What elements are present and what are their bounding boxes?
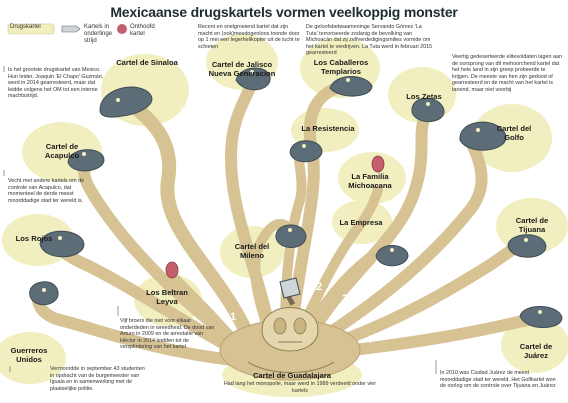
halo-group <box>0 34 568 397</box>
halo-juarez <box>501 317 568 373</box>
stump-familia <box>371 155 385 173</box>
neck-golfo <box>316 134 488 344</box>
page-title: Mexicaanse drugskartels vormen veelkoppi… <box>110 4 458 20</box>
halo-golfo <box>472 104 552 172</box>
neck-sinaloa <box>118 93 257 347</box>
legend-onthoofd-icon <box>117 24 127 34</box>
note-juarez: In 2010 was Ciudad Juárez de meest moord… <box>440 370 556 390</box>
stump-group <box>165 155 385 279</box>
number-3: 3 <box>342 293 348 305</box>
skull-base <box>247 361 335 373</box>
axe-icon <box>279 277 301 306</box>
legend-icons <box>7 23 127 35</box>
head-resistencia <box>289 140 323 163</box>
head-caballeros <box>329 76 373 97</box>
stump-beltran <box>165 261 179 279</box>
head-rojos <box>39 230 85 258</box>
head-golfo <box>459 121 507 151</box>
skull-eye-left <box>273 317 287 335</box>
neck-jalisco <box>225 76 276 336</box>
number-4: 4 <box>366 334 373 346</box>
neck-familia <box>295 185 383 337</box>
head-tijuana <box>507 234 547 258</box>
legend-strijd: Kartels in onderlinge strijd <box>84 24 113 44</box>
halo-guerreros <box>0 332 66 384</box>
note-guerreros: Vermoordde in september 43 studenten in … <box>50 366 145 392</box>
legend-drugkartel: Drugskartel <box>10 24 41 30</box>
label-jalisco: Cartel de Jalisco Nueva Generacion <box>208 60 276 78</box>
label-acapulco: Cartel de Acapulco <box>44 142 80 160</box>
note-jalisco: Recent en snelgroeiend kartel dat zijn m… <box>198 24 300 50</box>
label-resistencia: La Resistencia <box>301 124 355 133</box>
label-empresa: La Empresa <box>339 218 383 227</box>
head-acapulco <box>67 149 105 172</box>
head-group <box>29 67 563 328</box>
note-acapulco: Vecht met andere kartels om de controle … <box>8 178 85 204</box>
skull-eye-right <box>293 317 307 335</box>
legend-onthoofd: Onthoofd kartel <box>130 24 155 37</box>
number-1: 1 <box>230 311 236 323</box>
label-familia: La Familia Michoacana <box>348 172 392 190</box>
label-mileno: Cartel del Mileno <box>234 242 270 260</box>
label-zetas: Los Zetas <box>406 92 442 101</box>
note-guadalajara: Had lang het monopolie, maar werd in 198… <box>223 381 377 394</box>
label-juarez: Cartel de Juárez <box>519 342 553 360</box>
number-2: 2 <box>316 281 322 293</box>
label-tijuana: Cartel de Tijuana <box>515 216 549 234</box>
label-sinaloa: Cartel de Sinaloa <box>116 58 178 67</box>
body-skull <box>261 307 319 352</box>
head-empresa <box>375 245 409 267</box>
legend-drugkartel-swatch <box>7 23 55 35</box>
label-guadalajara: Cartel de Guadalajara <box>252 371 332 380</box>
neck-group <box>31 76 558 366</box>
note-caballeros: De geloofsbetwaameninge Servando Gómez '… <box>306 24 433 57</box>
label-rojos: Los Rojos <box>15 234 53 243</box>
legend-strijd-icon <box>61 25 81 33</box>
label-caballeros: Los Caballeros Templarios <box>313 58 369 76</box>
neck-mileno <box>250 219 297 340</box>
note-sinaloa: Is het grootste drugskartel van Mexico. … <box>8 67 104 100</box>
label-guerreros: Guerreros Unidos <box>10 346 48 364</box>
label-beltran: Los Beltran Leyva <box>146 288 188 306</box>
head-guerreros <box>29 281 59 306</box>
note-beltran: Vijf broers die niet voor elkaar onderde… <box>120 318 215 351</box>
hydra-body <box>219 277 361 381</box>
head-mileno <box>275 224 307 248</box>
note-zetas: Veertig gedeserteerde elitesoldaten lage… <box>452 54 562 93</box>
halo-familia <box>338 152 406 204</box>
head-juarez <box>519 305 563 328</box>
neck-zetas <box>304 106 434 341</box>
eye-group <box>42 70 542 314</box>
neck-tijuana <box>324 240 526 351</box>
head-zetas <box>411 97 445 122</box>
head-jalisco <box>235 67 271 91</box>
number-group: 1 2 3 4 <box>230 281 373 346</box>
label-golfo: Cartel del Golfo <box>496 124 532 142</box>
connector-lines <box>3 66 437 374</box>
head-sinaloa <box>99 86 153 118</box>
